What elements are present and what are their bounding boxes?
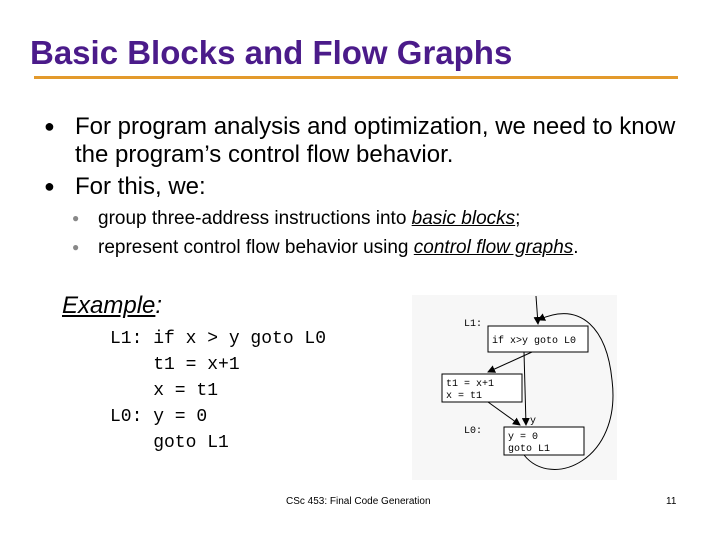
term-basic-blocks: basic blocks [411, 208, 516, 229]
cfg-block-1-text: if x>y goto L0 [492, 335, 576, 347]
cfg-block-2 [441, 373, 523, 403]
example-heading: Example: [62, 292, 163, 319]
subbullet-dot-2: ● [72, 240, 80, 254]
cfg-block-3-line-2: goto L1 [508, 444, 550, 455]
cfg-block-2-line-1: t1 = x+1 [446, 379, 494, 390]
subbullet-1: group three-address instructions into ba… [98, 208, 521, 229]
bullet-dot-1: ● [44, 116, 55, 136]
code-listing: L1: if x > y goto L0 t1 = x+1 x = t1 L0:… [110, 329, 327, 453]
cfg-block-2-line-2: x = t1 [446, 391, 482, 402]
subbullet-2: represent control flow behavior using co… [98, 237, 579, 258]
control-flow-graph-figure: L1: if x>y goto L0 t1 = x+1 x = t1 L0: y… [412, 295, 617, 480]
cfg-edge-1-3 [521, 351, 530, 426]
title-underline [34, 76, 678, 79]
cfg-back-edge [523, 313, 614, 470]
bullet-dot-2: ● [44, 176, 55, 196]
page-number: 11 [666, 496, 677, 507]
cfg-block-3 [503, 426, 585, 456]
cfg-label-l0: L0: [464, 426, 482, 437]
slide-title: Basic Blocks and Flow Graphs [30, 34, 513, 71]
cfg-block-1 [487, 325, 589, 353]
cfg-edge-1-2 [487, 351, 533, 373]
cfg-block-3-line-1: y = 0 [508, 432, 538, 443]
cfg-edge-label: y [530, 416, 536, 427]
subbullet-dot-1: ● [72, 211, 80, 225]
slide-footer: CSc 453: Final Code Generation [286, 496, 431, 507]
cfg-label-l1: L1: [464, 319, 482, 330]
cfg-edge-2-3 [487, 401, 521, 426]
bullet-1: For program analysis and optimization, w… [75, 113, 676, 168]
bullet-2: For this, we: [75, 173, 206, 200]
term-control-flow-graphs: control flow graphs [413, 237, 574, 258]
